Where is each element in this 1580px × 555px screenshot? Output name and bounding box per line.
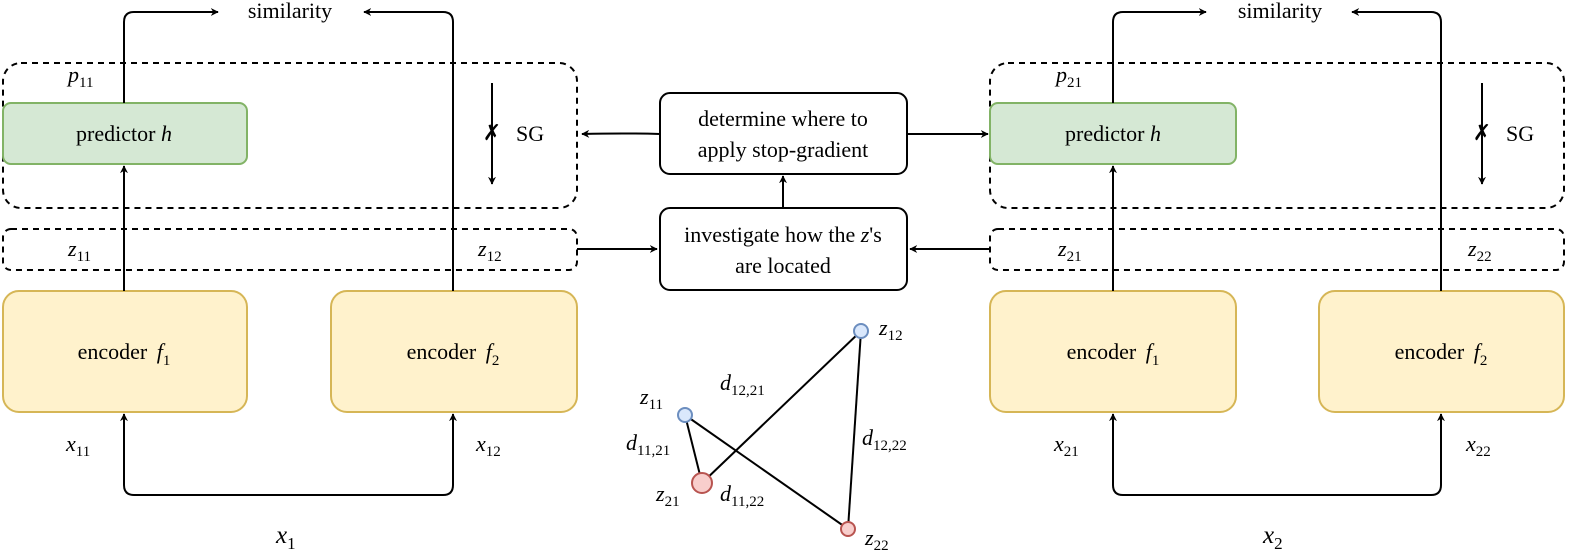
left-sg-label: SG [516,121,544,146]
distance-graph: z12 z11 z21 z22 d12,21 d11,21 d11,22 d12… [626,315,907,554]
determine-line-1: determine where to [698,106,868,131]
right-similarity-label: similarity [1238,0,1322,23]
determine-line-2: apply stop-gradient [698,137,868,162]
node-z21-label: z21 [655,481,680,510]
right-x-b-label: x22 [1465,431,1491,460]
node-z22 [840,521,856,537]
investigate-line-1: investigate how the z's [684,222,882,247]
node-z21 [691,472,713,494]
right-sg-label: SG [1506,121,1534,146]
edge-z12-z21 [701,330,862,484]
investigate-line-2: are located [735,253,831,278]
right-p-label: p21 [1054,62,1082,91]
edge-d11-21-label: d11,21 [626,430,670,459]
right-x-a-label: x21 [1053,431,1079,460]
right-encoder-1-label: encoder f1 [1067,339,1160,369]
left-branch: predictor h encoder f1 encoder f2 ✗ SG s… [2,0,578,553]
right-branch: predictor h encoder f1 encoder f2 ✗ SG s… [989,0,1565,553]
node-z12 [853,323,869,339]
center-panel: determine where to apply stop-gradient i… [577,92,990,554]
left-encoder-2-label: encoder f2 [407,339,500,369]
left-x-b-label: x12 [475,431,501,460]
right-input-to-encoders-arrow [1109,413,1445,496]
left-similarity-label: similarity [248,0,332,23]
edge-d12-22-label: d12,22 [862,425,907,454]
node-z11 [677,407,693,423]
right-x-label: x2 [1262,522,1283,553]
edge-z11-z22 [684,414,849,530]
right-z-b-label: z22 [1467,236,1492,265]
edge-d12-21-label: d12,21 [720,370,765,399]
left-x-label: x1 [275,522,296,553]
left-encoder2-to-similarity-arrow [363,8,454,291]
edge-z11-z21 [684,414,703,484]
determine-to-left-arrow [581,129,661,138]
right-predictor-to-similarity-arrow [1112,8,1207,103]
right-encoder2-to-similarity-arrow [1351,8,1442,291]
left-x-a-label: x11 [65,431,90,460]
right-z-a-label: z21 [1057,236,1082,265]
right-predictor-label: predictor h [1065,121,1161,146]
left-z-b-label: z12 [477,236,502,265]
node-z22-label: z22 [864,525,889,554]
left-z-group [2,228,578,271]
node-z12-label: z12 [878,315,903,344]
left-predictor-to-similarity-arrow [123,8,219,103]
left-p-label: p11 [66,62,93,91]
left-encoder-1-label: encoder f1 [78,339,171,369]
edge-d11-22-label: d11,22 [720,481,764,510]
edge-z12-z22 [847,330,862,530]
left-input-to-encoders-arrow [120,413,457,496]
left-z-a-label: z11 [67,236,91,265]
left-sg-cross-icon: ✗ [483,121,501,146]
right-encoder-2-label: encoder f2 [1395,339,1488,369]
left-predictor-label: predictor h [76,121,172,146]
right-sg-cross-icon: ✗ [1473,121,1491,146]
node-z11-label: z11 [639,384,663,413]
